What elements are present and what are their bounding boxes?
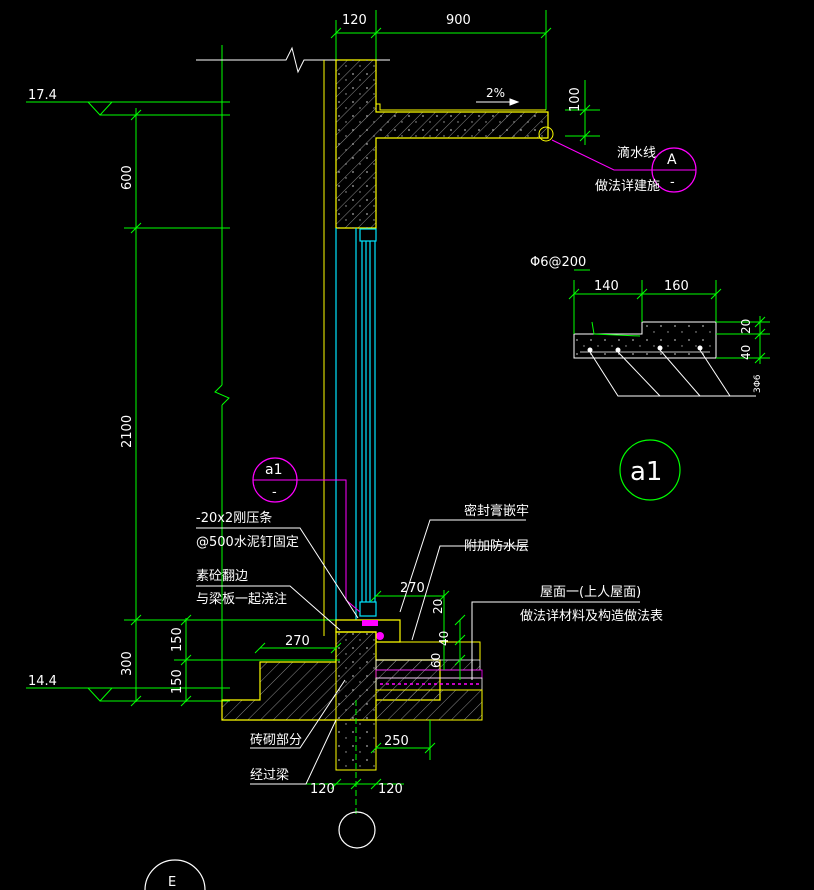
level-bottom: 14.4 xyxy=(28,674,57,689)
dim-150-upper: 150 xyxy=(170,627,185,652)
detail-dim-20: 20 xyxy=(739,319,753,334)
level-top: 17.4 xyxy=(28,88,57,103)
callout-a1-left-top: a1 xyxy=(265,462,283,478)
slope-arrow xyxy=(476,98,520,106)
note-roof-type: 屋面一(上人屋面) xyxy=(540,585,641,600)
vertical-dim-lines xyxy=(124,45,340,720)
dim-2100: 2100 xyxy=(120,415,135,448)
dim-40: 40 xyxy=(437,631,451,646)
detail-dim-140: 140 xyxy=(594,279,619,294)
callout-a1-big xyxy=(619,439,681,501)
callout-a1-big-label: a1 xyxy=(630,457,662,487)
dim-250: 250 xyxy=(384,734,409,749)
dim-600: 600 xyxy=(120,165,135,190)
detail-a1 xyxy=(573,321,717,359)
dim-120-left: 120 xyxy=(310,782,335,797)
top-break-line xyxy=(196,46,390,74)
drip-leader xyxy=(551,139,656,171)
note-nail-fix: @500水泥钉固定 xyxy=(196,535,299,550)
axis-partial-label: E xyxy=(168,875,176,890)
note-drip: 滴水线 xyxy=(617,145,656,161)
dim-20: 20 xyxy=(431,599,445,614)
detail-a1-leaders xyxy=(589,349,756,397)
note-sealant: 密封膏嵌牢 xyxy=(464,503,529,519)
dim-top-wall: 120 xyxy=(342,13,367,28)
note-steel-strip: -20x2刚压条 xyxy=(196,510,272,526)
axis-bubble xyxy=(338,811,376,849)
note-roof-ref: 做法详材料及构造做法表 xyxy=(520,609,663,624)
detail-a1-dims xyxy=(568,269,770,364)
detail-dim-40: 40 xyxy=(739,345,753,360)
note-concrete-edge: 素砼翻边 xyxy=(196,569,248,584)
right-leaders xyxy=(399,519,640,680)
callout-a-bottom: - xyxy=(670,175,675,190)
canopy-thickness-dim xyxy=(565,80,600,145)
note-cast-together: 与梁板一起浇注 xyxy=(196,592,287,607)
dim-270-left: 270 xyxy=(285,634,310,649)
dim-150-lower: 150 xyxy=(170,669,185,694)
window-frame xyxy=(335,228,377,620)
dim-top-canopy: 900 xyxy=(446,13,471,28)
left-leaders xyxy=(196,527,359,785)
detail-note: 3Φ6 xyxy=(753,374,763,393)
dim-300: 300 xyxy=(120,651,135,676)
dim-60: 60 xyxy=(429,653,443,668)
note-drip-ref: 做法详建施 xyxy=(595,179,660,194)
detail-rebar: Φ6@200 xyxy=(530,255,586,270)
note-brick: 砖砌部分 xyxy=(250,733,302,748)
callout-a-top: A xyxy=(667,152,677,168)
callout-a1-left-bottom: - xyxy=(272,485,277,500)
dim-120-right: 120 xyxy=(378,782,403,797)
lower-dim-lines xyxy=(254,590,466,815)
detail-dim-160: 160 xyxy=(664,279,689,294)
dim-canopy-thk: 100 xyxy=(568,87,583,112)
slope-label: 2% xyxy=(486,86,505,100)
dim-270-sill: 270 xyxy=(400,581,425,596)
axis-bubble-partial xyxy=(144,859,206,890)
upper-wall-canopy xyxy=(323,59,549,636)
note-lintel: 经过梁 xyxy=(250,768,289,783)
drip-mark xyxy=(538,126,554,142)
note-waterproof: 附加防水层 xyxy=(464,538,529,554)
level-marks xyxy=(26,101,230,702)
top-dimensions xyxy=(330,10,552,110)
